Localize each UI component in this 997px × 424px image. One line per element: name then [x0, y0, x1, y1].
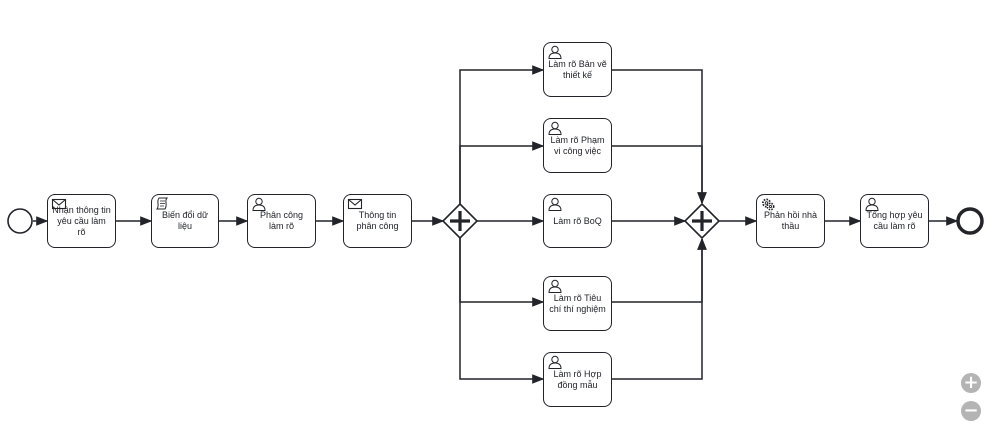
flow-split-scope: [459, 141, 545, 204]
end-event[interactable]: [956, 207, 984, 235]
task-transform[interactable]: Biến đổi dữ liệu: [151, 194, 219, 248]
task-assign-info[interactable]: Thông tin phân công: [343, 194, 412, 248]
task-label: Làm rõ Hợp đồng mẫu: [553, 368, 602, 390]
zoom-out-button[interactable]: −: [961, 401, 981, 421]
flow-split-contract: [459, 238, 545, 384]
task-summary[interactable]: Tổng hợp yêu cầu làm rõ: [860, 194, 929, 248]
user-icon: [548, 355, 562, 369]
task-criteria[interactable]: Làm rõ Tiêu chí thí nghiệm: [543, 276, 612, 331]
task-label: Làm rõ Phạm vi công việc: [550, 134, 605, 156]
flow-drawings-join: [612, 69, 707, 205]
gear-icon: [762, 198, 775, 211]
user-icon: [252, 197, 266, 211]
task-receive[interactable]: Nhận thông tin yêu cầu làm rõ: [47, 194, 116, 248]
flow-criteria-join: [612, 237, 707, 303]
flow-split-drawings: [459, 65, 545, 204]
task-assign[interactable]: Phân công làm rõ: [247, 194, 316, 248]
flow-scope-join: [612, 145, 707, 205]
script-icon: [156, 197, 169, 210]
task-label: Làm rõ BoQ: [553, 215, 602, 226]
envelope-icon: [347, 198, 363, 210]
flow-split-criteria: [459, 238, 545, 307]
task-contract[interactable]: Làm rõ Hợp đồng mẫu: [543, 352, 612, 407]
task-label: Làm rõ Bản vẽ thiết kế: [548, 58, 607, 80]
parallel-gateway-join[interactable]: [683, 202, 721, 240]
task-label: Biến đổi dữ liệu: [161, 210, 209, 231]
user-icon: [548, 121, 562, 135]
user-icon: [548, 279, 562, 293]
zoom-in-button[interactable]: +: [961, 373, 981, 393]
task-label: Phân công làm rõ: [259, 210, 304, 231]
user-icon: [548, 197, 562, 211]
flow-contract-join: [612, 237, 707, 380]
task-label: Phản hồi nhà thầu: [763, 210, 818, 231]
envelope-icon: [51, 198, 67, 210]
parallel-gateway-split[interactable]: [441, 202, 479, 240]
start-event[interactable]: [7, 208, 33, 234]
task-label: Làm rõ Tiêu chí thí nghiệm: [549, 292, 606, 314]
task-label: Thông tin phân công: [356, 210, 399, 231]
sequence-flows: [33, 65, 959, 384]
task-feedback[interactable]: Phản hồi nhà thầu: [756, 194, 825, 248]
user-icon: [548, 45, 562, 59]
task-label: Tổng hợp yêu cầu làm rõ: [866, 210, 923, 231]
task-label: Nhận thông tin yêu cầu làm rõ: [52, 204, 111, 237]
task-boq[interactable]: Làm rõ BoQ: [543, 194, 612, 248]
task-scope[interactable]: Làm rõ Phạm vi công việc: [543, 118, 612, 173]
user-icon: [865, 197, 879, 211]
task-drawings[interactable]: Làm rõ Bản vẽ thiết kế: [543, 42, 612, 97]
